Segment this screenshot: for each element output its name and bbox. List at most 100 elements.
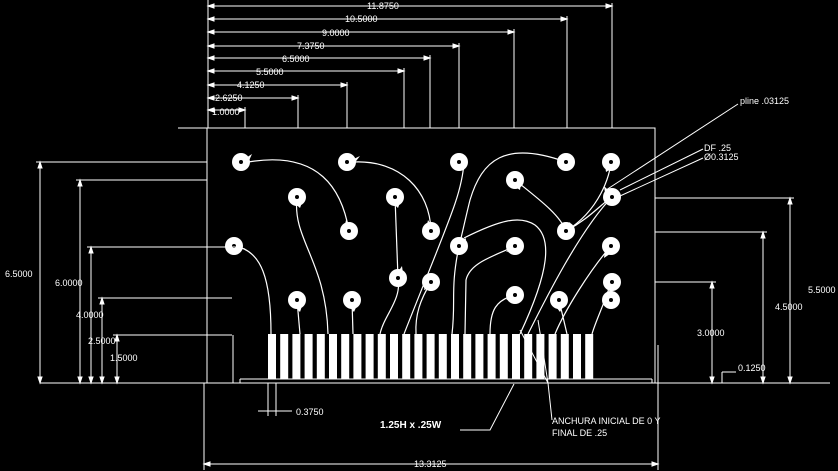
finger-7 bbox=[353, 334, 362, 379]
edge-connector-fingers bbox=[268, 334, 594, 379]
finger-3 bbox=[304, 334, 313, 379]
trace-17 bbox=[554, 245, 612, 335]
dim-top-3: 7.3750 bbox=[297, 41, 325, 51]
callout-df: DF .25 bbox=[704, 143, 731, 153]
teardrop-pad-2 bbox=[450, 153, 468, 171]
leader-df bbox=[619, 148, 704, 191]
teardrop-pad-4 bbox=[602, 153, 620, 172]
trace-7 bbox=[353, 161, 432, 232]
finger-24 bbox=[560, 334, 569, 379]
callout-diameter: Ø0.3125 bbox=[704, 152, 739, 162]
teardrop-pad-15 bbox=[602, 237, 620, 258]
callout-pline: pline .03125 bbox=[740, 96, 789, 106]
dim-right-3: 0.1250 bbox=[738, 363, 766, 373]
finger-5 bbox=[329, 334, 337, 379]
teardrop-pad-14 bbox=[557, 222, 575, 240]
finger-13 bbox=[426, 334, 435, 379]
top-dimension-labels: 11.8750 10.5000 9.0000 7.3750 6.5000 5.5… bbox=[212, 1, 399, 117]
finger-14 bbox=[438, 334, 447, 379]
pads bbox=[225, 153, 621, 312]
teardrop-pad-19 bbox=[288, 291, 306, 312]
finger-19 bbox=[499, 334, 508, 379]
finger-21 bbox=[524, 334, 533, 379]
dim-top-8: 1.0000 bbox=[212, 107, 240, 117]
leader-pad-size bbox=[460, 383, 515, 431]
teardrop-pad-1 bbox=[338, 153, 360, 171]
dim-left-3: 2.5000 bbox=[88, 336, 116, 346]
teardrop-pad-23 bbox=[602, 290, 620, 309]
finger-17 bbox=[475, 334, 484, 379]
trace-21 bbox=[463, 219, 547, 335]
teardrop-pad-7 bbox=[506, 171, 524, 190]
dim-right-1: 4.5000 bbox=[775, 302, 803, 312]
teardrop-pad-22 bbox=[550, 291, 568, 312]
finger-10 bbox=[390, 334, 398, 379]
finger-8 bbox=[365, 334, 374, 379]
left-dimension-labels: 6.5000 6.0000 4.0000 2.5000 1.5000 bbox=[5, 269, 138, 363]
leader-trace-width bbox=[547, 382, 553, 421]
trace-5 bbox=[394, 196, 399, 279]
finger-12 bbox=[414, 334, 423, 379]
teardrop-pad-16 bbox=[389, 266, 407, 287]
trace-8 bbox=[403, 161, 465, 335]
dim-top-6: 4.1250 bbox=[237, 80, 265, 90]
right-dimension-labels: 5.5000 4.5000 3.0000 0.1250 bbox=[697, 285, 836, 373]
dim-right-2: 3.0000 bbox=[697, 328, 725, 338]
teardrop-pad-11 bbox=[422, 220, 440, 240]
finger-16 bbox=[463, 334, 472, 379]
dim-right-0: 5.5000 bbox=[808, 285, 836, 295]
dim-left-0: 6.5000 bbox=[5, 269, 33, 279]
finger-26 bbox=[585, 334, 594, 379]
finger-2 bbox=[292, 334, 301, 379]
dim-pad-width: 0.3750 bbox=[296, 407, 324, 417]
finger-9 bbox=[377, 334, 386, 379]
finger-18 bbox=[487, 334, 496, 379]
finger-4 bbox=[316, 334, 325, 379]
finger-25 bbox=[573, 334, 581, 379]
teardrop-pad-6 bbox=[386, 188, 404, 208]
trace-12 bbox=[514, 179, 567, 232]
trace-11 bbox=[458, 152, 567, 247]
trace-13 bbox=[464, 245, 516, 335]
dim-top-1: 10.5000 bbox=[345, 14, 378, 24]
finger-1 bbox=[280, 334, 289, 379]
dim-top-0: 11.8750 bbox=[367, 1, 399, 11]
dim-top-4: 6.5000 bbox=[282, 54, 310, 64]
dim-bottom-width: 13.3125 bbox=[414, 459, 447, 469]
callout-pad-size: 1.25H x .25W bbox=[380, 420, 442, 431]
teardrop-pad-9 bbox=[225, 237, 246, 255]
trace-2 bbox=[295, 196, 329, 335]
finger-0 bbox=[268, 334, 276, 379]
finger-23 bbox=[548, 334, 557, 379]
teardrop-pad-21 bbox=[506, 286, 524, 304]
teardrop-pad-5 bbox=[288, 188, 306, 208]
trace-0 bbox=[247, 159, 350, 232]
teardrop-pad-8 bbox=[603, 186, 621, 206]
dim-left-2: 4.0000 bbox=[76, 310, 104, 320]
teardrop-pad-20 bbox=[343, 291, 361, 312]
callout-trace-width-1: ANCHURA INICIAL DE 0 Y bbox=[552, 416, 661, 426]
finger-15 bbox=[451, 334, 459, 379]
dim-left-4: 1.5000 bbox=[110, 353, 138, 363]
teardrop-pad-13 bbox=[506, 237, 524, 255]
finger-11 bbox=[402, 334, 411, 379]
finger-22 bbox=[536, 334, 545, 379]
finger-6 bbox=[341, 334, 350, 379]
finger-20 bbox=[512, 334, 520, 379]
callout-trace-width-2: FINAL DE .25 bbox=[552, 428, 607, 438]
trace-16 bbox=[527, 196, 613, 335]
teardrop-pad-3 bbox=[557, 153, 575, 171]
dim-top-7: 2.6250 bbox=[215, 93, 243, 103]
dimension-lines bbox=[36, 0, 794, 470]
dim-left-1: 6.0000 bbox=[55, 278, 83, 288]
trace-10 bbox=[451, 245, 460, 335]
teardrop-pad-17 bbox=[422, 273, 440, 291]
teardrop-pad-12 bbox=[450, 237, 468, 255]
teardrop-pad-18 bbox=[603, 273, 621, 292]
teardrop-pad-10 bbox=[340, 220, 358, 240]
dim-top-5: 5.5000 bbox=[256, 67, 284, 77]
leader-diameter bbox=[619, 157, 704, 197]
dim-top-2: 9.0000 bbox=[322, 28, 350, 38]
trace-1 bbox=[233, 245, 272, 335]
